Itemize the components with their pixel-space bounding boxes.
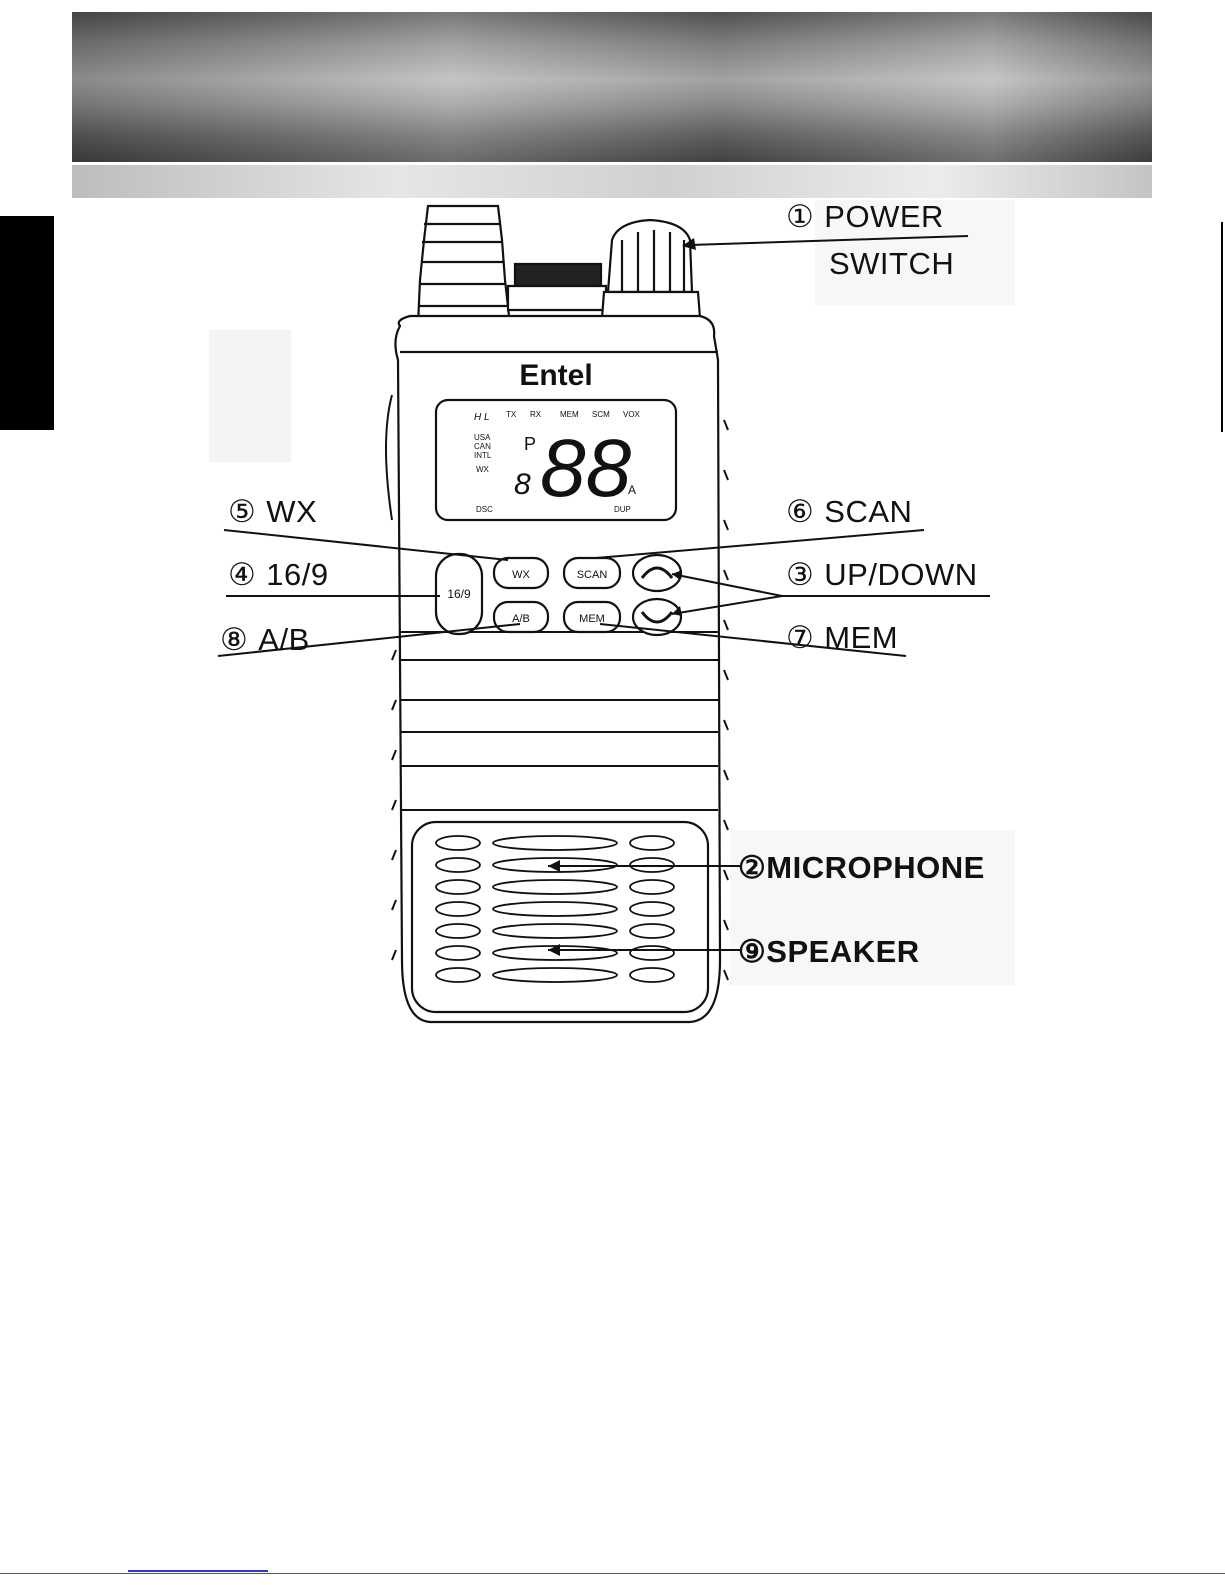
button-up[interactable] <box>633 555 681 591</box>
callout-mem-number: ⑦ <box>786 620 814 656</box>
callout-power-line2: SWITCH <box>829 246 954 282</box>
callout-ab-label: A/B <box>258 622 309 657</box>
button-ab-label: A/B <box>512 613 530 625</box>
callout-updown-label: UP/DOWN <box>824 557 977 592</box>
callout-wx-number: ⑤ <box>228 494 256 530</box>
lcd-icon-tx: TX <box>506 410 517 419</box>
radio-illustration: Entel H L TX RX MEM SCM VOX USA CAN INTL… <box>0 0 1225 1100</box>
callout-power-label: POWER <box>824 199 944 234</box>
lcd-label-intl: INTL <box>474 451 492 460</box>
lcd-small-digit: 8 <box>514 468 531 501</box>
callout-speaker: ⑨SPEAKER <box>738 934 920 970</box>
callout-updown: ③ UP/DOWN <box>786 557 978 593</box>
lcd-label-can: CAN <box>474 442 491 451</box>
callout-scan-number: ⑥ <box>786 494 814 530</box>
button-mem-label: MEM <box>579 613 605 625</box>
lcd-label-usa: USA <box>474 433 491 442</box>
callout-microphone-number: ② <box>738 850 766 885</box>
lcd-suffix: A <box>628 483 636 497</box>
lcd-label-wx: WX <box>476 465 490 474</box>
lcd-dsc: DSC <box>476 505 493 514</box>
callout-microphone-label: MICROPHONE <box>766 850 985 885</box>
footer-link-underline <box>128 1570 268 1572</box>
callout-scan-label: SCAN <box>824 494 912 529</box>
callout-wx: ⑤ WX <box>228 494 317 530</box>
lcd-icon-rx: RX <box>530 410 542 419</box>
callout-updown-number: ③ <box>786 557 814 593</box>
callout-microphone: ②MICROPHONE <box>738 850 985 886</box>
button-16-9-label: 16/9 <box>447 587 471 601</box>
callout-16-9-number: ④ <box>228 557 256 593</box>
speaker-grille <box>412 822 708 1012</box>
lcd-prefix: P <box>524 434 536 454</box>
lcd-icon-hl: H L <box>474 412 490 423</box>
lcd-icon-scm: SCM <box>592 410 610 419</box>
lcd-dup: DUP <box>614 505 631 514</box>
callout-mem: ⑦ MEM <box>786 620 898 656</box>
antenna <box>418 206 510 325</box>
callout-power-number: ① <box>786 199 814 235</box>
callout-speaker-label: SPEAKER <box>766 934 919 969</box>
lcd-icon-vox: VOX <box>623 410 641 419</box>
callout-ab-number: ⑧ <box>220 622 248 658</box>
callout-power: ① POWER <box>786 199 944 235</box>
brand-logo: Entel <box>519 359 592 392</box>
button-wx-label: WX <box>512 569 530 581</box>
lcd-icon-mem: MEM <box>560 410 579 419</box>
volume-knob <box>508 264 606 310</box>
callout-16-9-label: 16/9 <box>266 557 328 592</box>
callout-speaker-number: ⑨ <box>738 934 766 969</box>
callout-wx-label: WX <box>266 494 317 529</box>
callout-scan: ⑥ SCAN <box>786 494 912 530</box>
callout-mem-label: MEM <box>824 620 898 655</box>
footer-rule <box>0 1573 1225 1574</box>
callout-ab: ⑧ A/B <box>220 622 310 658</box>
lcd-main-digits: 88 <box>540 423 632 514</box>
power-knob <box>602 220 700 318</box>
callout-16-9: ④ 16/9 <box>228 557 329 593</box>
button-scan-label: SCAN <box>577 569 608 581</box>
